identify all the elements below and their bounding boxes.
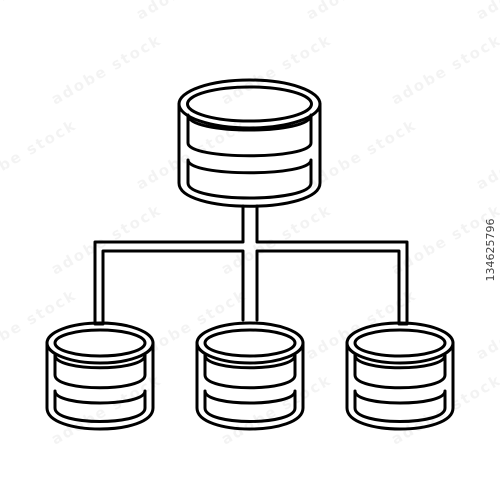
database-top — [177, 78, 322, 208]
database-right-band-2 — [353, 389, 447, 423]
database-left-body — [45, 341, 155, 431]
database-left-lid — [45, 321, 155, 365]
database-right-lid — [345, 321, 455, 365]
database-left — [45, 321, 155, 431]
database-right-lid-inner — [353, 328, 447, 358]
database-top-lid — [177, 78, 322, 130]
database-top-lid-inner — [186, 85, 313, 123]
database-center-band-2 — [203, 389, 297, 423]
database-right — [345, 321, 455, 431]
database-center-lid — [195, 321, 305, 365]
stock-image-id-text: 134625796 — [484, 218, 497, 282]
database-left-band-1 — [53, 353, 147, 390]
database-center-body — [195, 341, 305, 431]
database-center-band-1 — [203, 353, 297, 390]
database-left-lid-inner — [53, 328, 147, 358]
connector-outer — [93, 204, 409, 326]
database-center-lid-inner — [203, 328, 297, 358]
connection-lines — [93, 204, 409, 326]
database-right-band-1 — [353, 353, 447, 390]
database-top-body — [177, 102, 322, 208]
database-top-band-2 — [186, 158, 313, 200]
database-top-band-1 — [186, 113, 313, 158]
stock-image-id: 134625796 — [484, 185, 498, 315]
database-center — [195, 321, 305, 431]
database-left-band-2 — [53, 389, 147, 423]
database-right-body — [345, 341, 455, 431]
